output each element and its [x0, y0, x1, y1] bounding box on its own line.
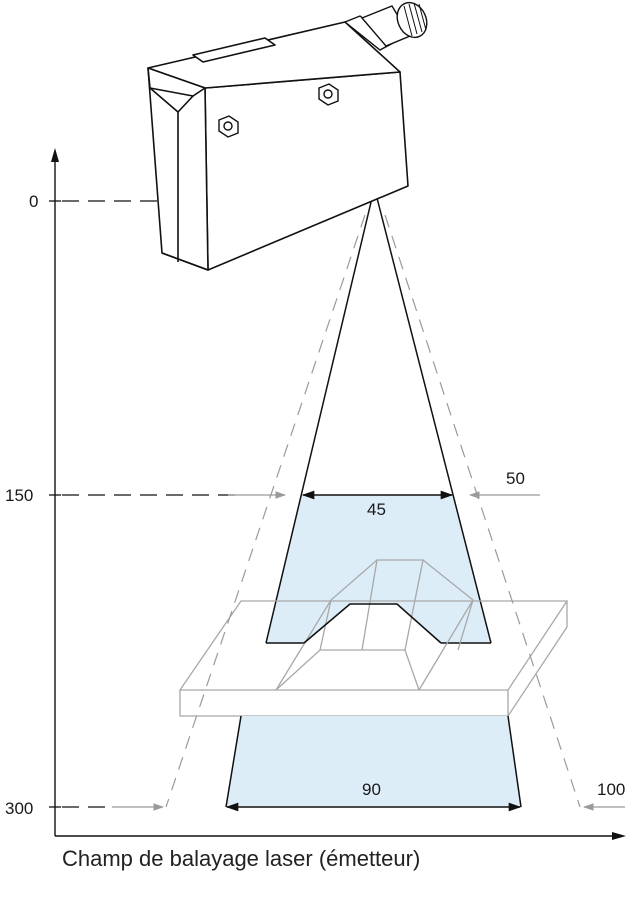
dimension-outer: 50 100	[112, 469, 625, 811]
tick-label-0: 0	[29, 192, 38, 211]
diagram-caption: Champ de balayage laser (émetteur)	[62, 846, 421, 871]
sensor-top-window	[192, 37, 276, 63]
outer-field-left	[165, 214, 366, 808]
beam-lower	[225, 715, 522, 808]
ridge-crest-center	[361, 559, 378, 651]
dimension-inner: 45 90	[225, 490, 522, 812]
sensor-end-cap	[147, 67, 179, 262]
nut-left-hole	[223, 121, 233, 131]
connector-knurl-lines	[403, 2, 427, 37]
sensor-bottom-edge	[161, 252, 209, 271]
beam-fill-upper	[266, 495, 491, 643]
laser-sensor-icon	[147, 21, 409, 271]
y-axis-arrow-icon	[51, 148, 59, 162]
tick-label-300: 300	[5, 799, 33, 818]
dim-label-90: 90	[362, 780, 381, 799]
ridge-bottom-edge	[275, 649, 420, 691]
outer-field-right	[384, 214, 581, 808]
beam-edge-left-lower	[225, 715, 242, 808]
dim-label-50: 50	[506, 469, 525, 488]
beam-edge-right-lower	[507, 715, 522, 808]
x-axis-arrow-icon	[612, 832, 626, 840]
ridge-crest-center-2	[404, 559, 424, 651]
hex-nut-icon	[218, 83, 339, 138]
outer-field-dashed	[165, 214, 581, 808]
beam-edge-right	[376, 197, 492, 644]
cable-connector-icon	[343, 1, 428, 51]
laser-line-on-object	[303, 603, 442, 644]
dim-label-100: 100	[597, 780, 625, 799]
beam-upper	[265, 197, 492, 644]
tick-label-150: 150	[5, 486, 33, 505]
sensor-end-cap-line	[177, 95, 194, 113]
sensor-front-face	[204, 71, 409, 271]
ridge-shadow	[304, 604, 441, 643]
axis-ticks: 0 150 300	[5, 192, 240, 818]
dim-label-45: 45	[367, 500, 386, 519]
measured-object	[178, 559, 569, 717]
beam-edge-left	[265, 197, 373, 644]
ridge-crest-right	[457, 599, 474, 651]
nut-right-hole	[323, 89, 333, 99]
ridge-left-face	[275, 559, 474, 691]
connector-knurl	[396, 1, 428, 39]
beam-fill-lower	[226, 716, 521, 807]
